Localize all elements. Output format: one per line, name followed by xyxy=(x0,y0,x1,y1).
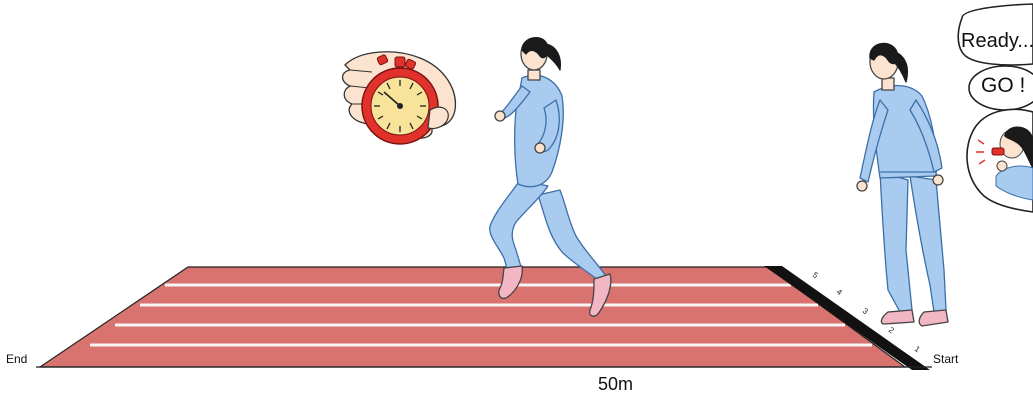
distance-label: 50m xyxy=(598,374,633,395)
lane-number: 4 xyxy=(835,287,844,297)
ready-text: Ready... xyxy=(961,30,1033,53)
starting-girl-figure xyxy=(857,43,948,326)
lane-number: 5 xyxy=(811,270,820,280)
stopwatch-in-hand-icon xyxy=(343,52,456,144)
end-label: End xyxy=(6,352,27,366)
start-label: Start xyxy=(933,352,958,366)
lane-number: 3 xyxy=(861,306,870,316)
running-track xyxy=(36,266,932,370)
go-text: GO ! xyxy=(981,74,1025,98)
lane-number: 2 xyxy=(887,325,896,335)
lane-number: 1 xyxy=(913,344,922,354)
